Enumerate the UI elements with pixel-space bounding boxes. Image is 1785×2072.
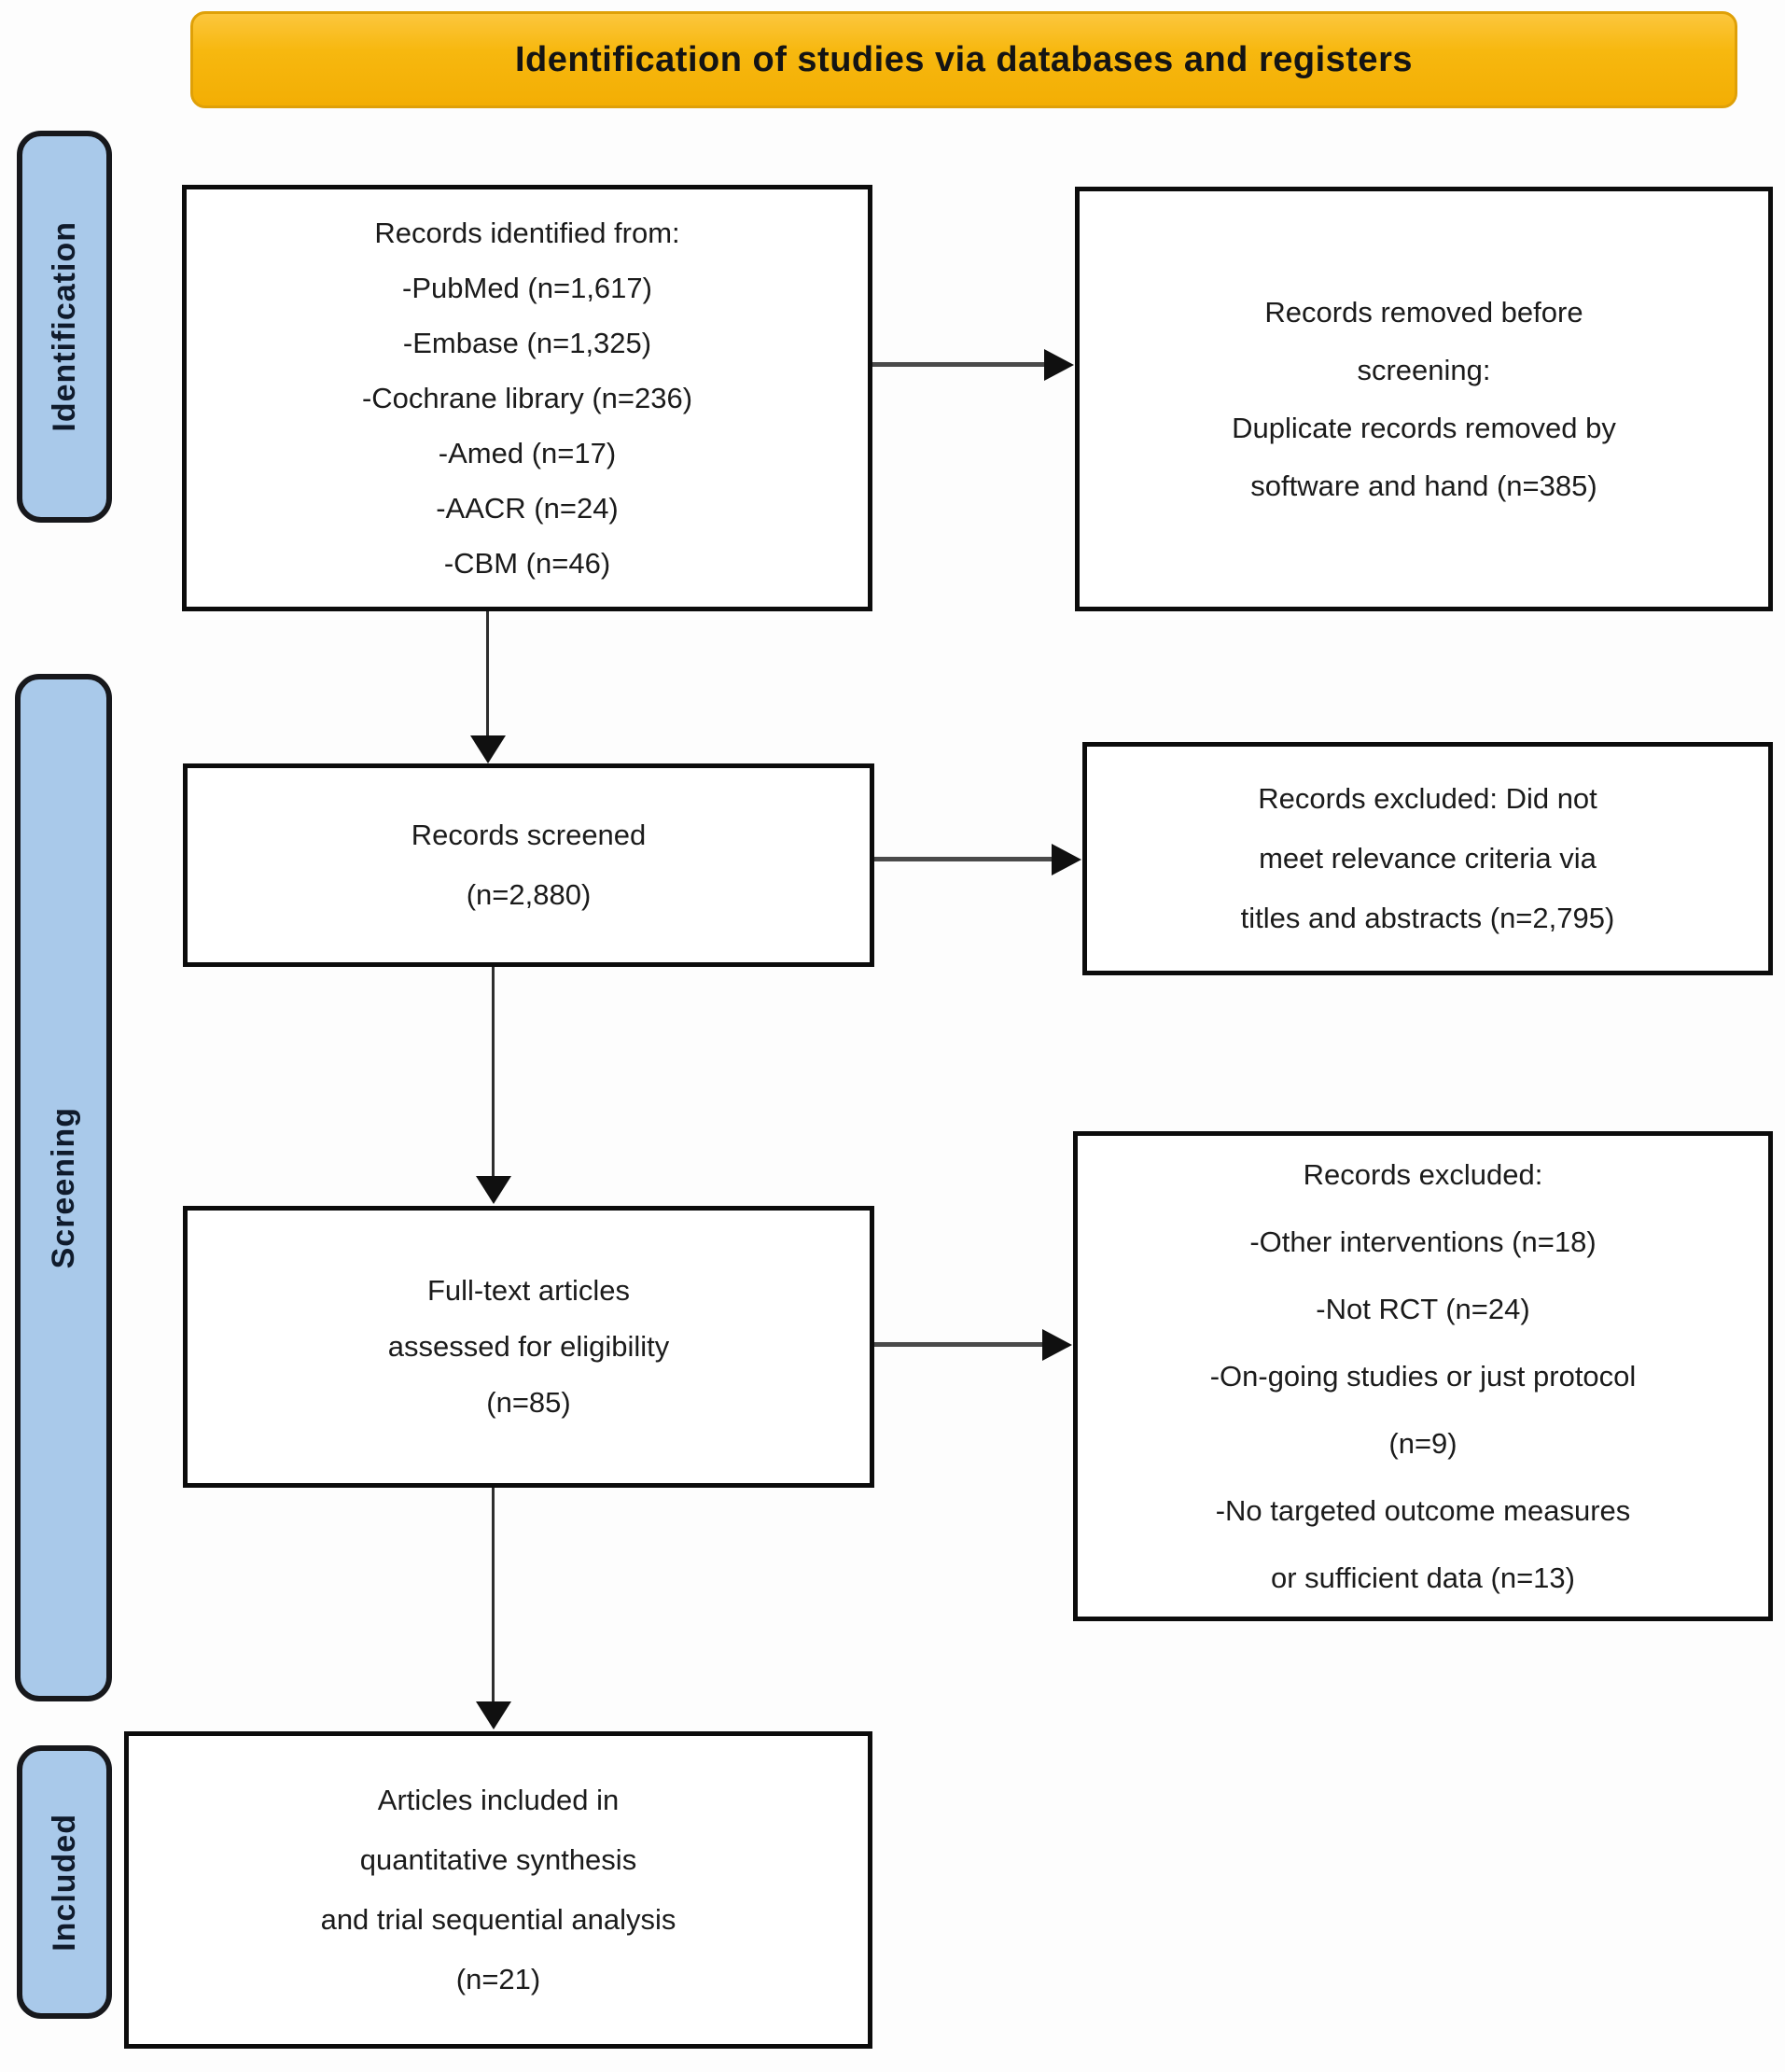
arrow-right-icon <box>1042 1329 1072 1361</box>
box-line: or sufficient data (n=13) <box>1271 1561 1575 1594</box>
box-line: Records excluded: Did not <box>1258 782 1597 815</box>
box-line: -Amed (n=17) <box>438 437 617 469</box>
box-line: (n=21) <box>455 1963 541 1995</box>
arrow-down-icon <box>476 1176 511 1204</box>
records-excluded-screening-box: Records excluded: Did not meet relevance… <box>1082 742 1773 975</box>
arrow-down-shaft <box>492 967 495 1179</box>
box-line: Duplicate records removed by <box>1232 411 1616 444</box>
records-excluded-eligibility-box: Records excluded: -Other interventions (… <box>1073 1131 1773 1621</box>
box-line: (n=2,880) <box>466 878 592 911</box>
box-line: -PubMed (n=1,617) <box>402 272 652 304</box>
articles-included-box: Articles included in quantitative synthe… <box>124 1731 872 2049</box>
box-line: and trial sequential analysis <box>320 1903 676 1936</box>
arrow-down-icon <box>470 735 506 763</box>
records-removed-box: Records removed before screening: Duplic… <box>1075 187 1773 611</box>
box-line: -On-going studies or just protocol <box>1209 1359 1637 1393</box>
stage-label-identification: Identification <box>46 221 82 432</box>
arrow-down-shaft <box>492 1488 495 1703</box>
box-line: -Not RCT (n=24) <box>1316 1292 1530 1325</box>
arrow-right-shaft <box>874 1342 1045 1347</box>
box-line: titles and abstracts (n=2,795) <box>1240 902 1615 934</box>
box-line: -Other interventions (n=18) <box>1249 1225 1597 1258</box>
stage-bar-identification: Identification <box>17 131 112 523</box>
records-screened-box: Records screened (n=2,880) <box>183 763 874 967</box>
box-line: Records identified from: <box>374 217 680 249</box>
box-line: Full-text articles <box>426 1274 631 1307</box>
arrow-down-icon <box>476 1701 511 1729</box>
box-line: quantitative synthesis <box>359 1843 637 1876</box>
arrow-down-shaft <box>486 611 489 738</box>
box-line: Records excluded: <box>1303 1157 1543 1191</box>
stage-bar-screening: Screening <box>15 674 112 1701</box>
stage-label-screening: Screening <box>45 1106 81 1269</box>
stage-label-included: Included <box>46 1813 82 1952</box>
box-line: -Embase (n=1,325) <box>402 327 652 359</box>
box-line: (n=85) <box>486 1386 571 1419</box>
box-line: -CBM (n=46) <box>443 547 611 580</box>
box-line: assessed for eligibility <box>387 1330 670 1363</box>
box-line: Articles included in <box>377 1784 620 1816</box>
arrow-right-icon <box>1044 349 1074 381</box>
arrow-right-shaft <box>872 362 1047 367</box>
box-line: software and hand (n=385) <box>1250 469 1597 502</box>
box-line: (n=9) <box>1388 1426 1457 1460</box>
arrow-right-shaft <box>874 857 1054 861</box>
box-line: Records removed before <box>1264 295 1583 329</box>
banner-title: Identification of studies via databases … <box>515 39 1413 79</box>
box-line: -AACR (n=24) <box>436 492 619 525</box>
box-line: -No targeted outcome measures <box>1215 1493 1631 1527</box>
box-line: Records screened <box>411 819 647 851</box>
box-line: meet relevance criteria via <box>1259 842 1597 875</box>
arrow-right-icon <box>1052 844 1081 875</box>
box-line: screening: <box>1357 353 1491 386</box>
banner: Identification of studies via databases … <box>190 11 1737 108</box>
box-line: -Cochrane library (n=236) <box>361 382 693 414</box>
stage-bar-included: Included <box>17 1745 112 2019</box>
records-identified-box: Records identified from: -PubMed (n=1,61… <box>182 185 872 611</box>
fulltext-assessed-box: Full-text articles assessed for eligibil… <box>183 1206 874 1488</box>
